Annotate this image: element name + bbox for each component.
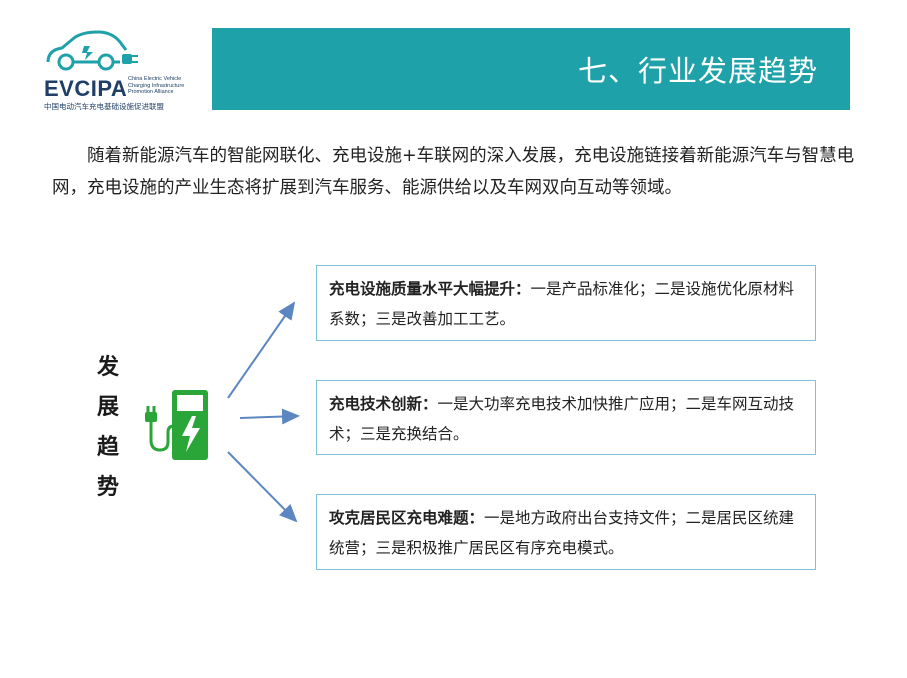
trend-box: 充电设施质量水平大幅提升：一是产品标准化；二是设施优化原材料系数；三是改善加工工… xyxy=(316,265,816,341)
arrow-icon xyxy=(227,301,296,399)
trend-heading: 攻克居民区充电难题： xyxy=(329,509,485,527)
arrow-icon xyxy=(239,408,300,425)
trend-body: 一是大功率充电技术加快推广应用；二是车网互动技术；三是充换结合。 xyxy=(329,395,795,443)
logo-name: EVCIPA xyxy=(44,76,128,101)
trend-heading: 充电技术创新： xyxy=(329,395,438,413)
ev-charger-icon xyxy=(145,390,208,460)
trend-heading: 充电设施质量水平大幅提升： xyxy=(329,280,531,298)
intro-paragraph: 随着新能源汽车的智能网联化、充电设施+车联网的深入发展，充电设施链接着新能源汽车… xyxy=(52,146,855,198)
trend-box: 充电技术创新：一是大功率充电技术加快推广应用；二是车网互动技术；三是充换结合。 xyxy=(316,380,816,455)
side-label: 发 展 趋 势 xyxy=(96,355,119,500)
page-title: 七、行业发展趋势 xyxy=(577,54,818,88)
car-plug-logo-icon xyxy=(46,30,138,71)
title-bar: 七、行业发展趋势 xyxy=(212,28,850,110)
trend-body: 一是产品标准化；二是设施优化原材料系数；三是改善加工工艺。 xyxy=(329,280,795,328)
evcipa-logo: EVCIPA China Electric Vehicle Charging I… xyxy=(40,28,210,118)
logo-english-name: China Electric Vehicle Charging Infrastr… xyxy=(128,76,185,95)
arrow-icon xyxy=(227,451,298,523)
trend-body: 一是地方政府出台支持文件；二是居民区统建统营；三是积极推广居民区有序充电模式。 xyxy=(329,509,795,557)
trend-box: 攻克居民区充电难题：一是地方政府出台支持文件；二是居民区统建统营；三是积极推广居… xyxy=(316,494,816,570)
logo-chinese-name: 中国电动汽车充电基础设施促进联盟 xyxy=(44,102,164,111)
